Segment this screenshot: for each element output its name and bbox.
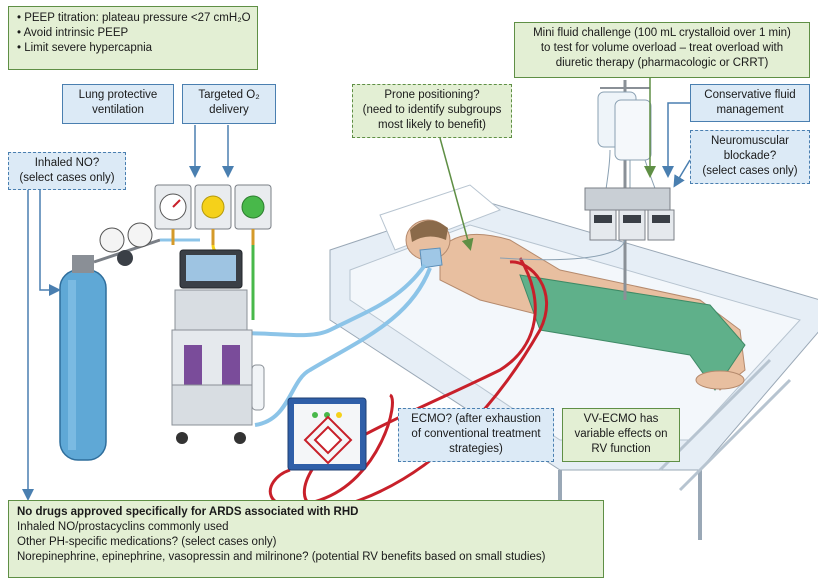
targeted-o2-line-1: Targeted O₂ — [198, 89, 260, 101]
neuromuscular-blockade-box: Neuromuscular blockade? (select cases on… — [690, 130, 810, 184]
pressure-gauge-icon — [154, 184, 192, 230]
prone-line-2: (need to identify subgroups — [362, 103, 502, 116]
targeted-o2-line-2: delivery — [209, 103, 249, 116]
ecmo-line-1: ECMO? (after exhaustion — [411, 413, 541, 425]
vv-ecmo-line-1: VV-ECMO has — [583, 413, 659, 425]
inhaled-no-line-2: (select cases only) — [19, 171, 115, 184]
annotation-arrows — [22, 78, 691, 501]
neuromuscular-line-3: (select cases only) — [702, 164, 798, 177]
drugs-line-2: Other PH-specific medications? (select c… — [17, 535, 277, 548]
lung-protective-line-2: ventilation — [92, 103, 144, 116]
iv-bag-icon — [597, 80, 661, 300]
lung-protective-line-1: Lung protective — [78, 89, 158, 101]
peep-box: • PEEP titration: plateau pressure <27 c… — [8, 6, 258, 70]
neuromuscular-line-2: blockade? — [723, 149, 777, 162]
vv-ecmo-line-3: RV function — [591, 442, 651, 455]
hospital-bed-icon — [329, 184, 818, 540]
ecmo-line-2: of conventional treatment — [411, 427, 541, 440]
targeted-o2-box: Targeted O₂ delivery — [182, 84, 276, 124]
peep-line-2: • Avoid intrinsic PEEP — [17, 26, 129, 39]
conservative-fluid-box: Conservative fluid management — [690, 84, 810, 122]
drugs-heading: No drugs approved specifically for ARDS … — [17, 506, 359, 518]
conservative-fluid-line-2: management — [716, 103, 784, 116]
lung-protective-box: Lung protective ventilation — [62, 84, 174, 124]
gas-cylinder-icon — [59, 255, 107, 461]
drugs-box: No drugs approved specifically for ARDS … — [8, 500, 604, 578]
fluid-challenge-line-3: diuretic therapy (pharmacologic or CRRT) — [555, 56, 769, 69]
vv-ecmo-box: VV-ECMO has variable effects on RV funct… — [562, 408, 680, 462]
prone-line-3: most likely to benefit) — [377, 118, 486, 131]
drugs-line-3: Norepinephrine, epinephrine, vasopressin… — [17, 550, 546, 563]
ecmo-line-3: strategies) — [449, 442, 503, 455]
vv-ecmo-line-2: variable effects on — [574, 427, 668, 440]
fluid-challenge-line-1: Mini fluid challenge (100 mL crystalloid… — [533, 27, 791, 39]
ventilator-icon — [171, 249, 265, 444]
infusion-pump-icon — [499, 187, 675, 261]
inhaled-no-line-1: Inhaled NO? — [34, 157, 100, 169]
fluid-challenge-line-2: to test for volume overload – treat over… — [540, 41, 784, 54]
fluid-challenge-box: Mini fluid challenge (100 mL crystalloid… — [514, 22, 810, 78]
peep-line-1: • PEEP titration: plateau pressure <27 c… — [17, 12, 251, 24]
ecmo-box: ECMO? (after exhaustion of conventional … — [398, 408, 554, 462]
neuromuscular-line-1: Neuromuscular — [711, 135, 789, 147]
pressure-regulator-icon — [93, 222, 200, 266]
ecmo-console-icon — [287, 397, 367, 471]
conservative-fluid-line-1: Conservative fluid — [704, 89, 796, 101]
drugs-line-1: Inhaled NO/prostacyclins commonly used — [17, 520, 229, 533]
peep-line-3: • Limit severe hypercapnia — [17, 41, 153, 54]
prone-positioning-box: Prone positioning? (need to identify sub… — [352, 84, 512, 138]
flowmeter-icon — [171, 184, 272, 320]
inhaled-no-box: Inhaled NO? (select cases only) — [8, 152, 126, 190]
prone-line-1: Prone positioning? — [384, 89, 480, 101]
